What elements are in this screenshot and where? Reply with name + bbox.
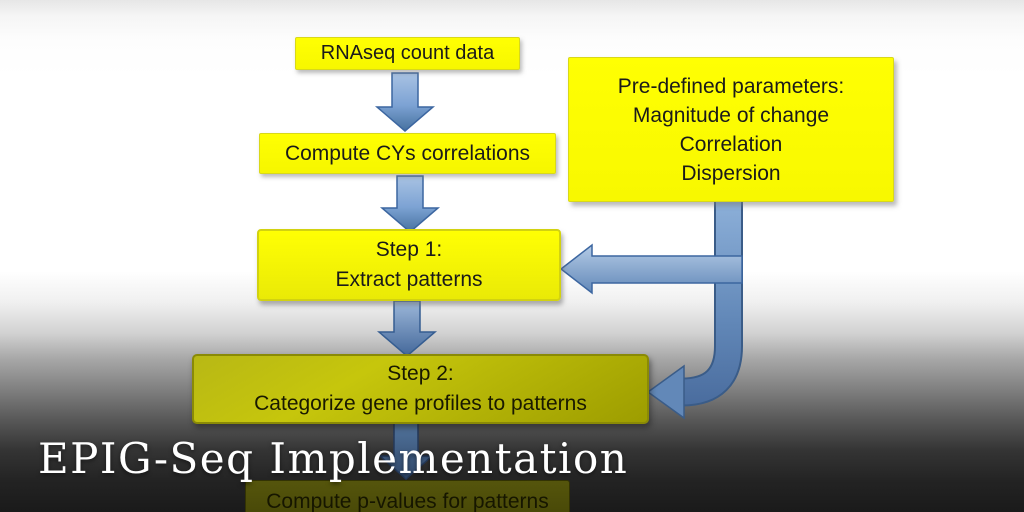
down-arrow-icon-3 xyxy=(376,300,438,357)
node-label-line: Correlation xyxy=(679,132,783,156)
node-rnaseq-count-data: RNAseq count data xyxy=(295,37,520,70)
node-label: Compute p-values for patterns xyxy=(266,490,549,512)
node-label-line: Step 2: xyxy=(387,362,454,385)
node-compute-pvalues: Compute p-values for patterns xyxy=(245,480,570,512)
elbow-arrow-icon xyxy=(646,200,743,420)
node-compute-cys-correlations: Compute CYs correlations xyxy=(259,133,556,174)
node-label-line: Extract patterns xyxy=(335,268,483,291)
node-predefined-parameters: Pre-defined parameters: Magnitude of cha… xyxy=(568,57,894,202)
node-label-line: Dispersion xyxy=(681,161,781,185)
node-label: Compute CYs correlations xyxy=(284,141,531,165)
down-arrow-icon-1 xyxy=(374,72,436,132)
node-label-line: Pre-defined parameters: xyxy=(617,74,845,98)
node-label-line: Categorize gene profiles to patterns xyxy=(254,392,587,415)
left-arrow-icon xyxy=(559,243,743,295)
node-label: RNAseq count data xyxy=(320,42,495,64)
slide-title: EPIG-Seq Implementation xyxy=(38,434,629,483)
node-label-line: Step 1: xyxy=(375,238,443,261)
node-label-line: Magnitude of change xyxy=(632,103,830,127)
down-arrow-icon-4 xyxy=(378,422,434,481)
down-arrow-icon-2 xyxy=(379,175,441,233)
node-step2-categorize-profiles: Step 2: Categorize gene profiles to patt… xyxy=(192,354,649,424)
node-step1-extract-patterns: Step 1: Extract patterns xyxy=(257,229,561,301)
